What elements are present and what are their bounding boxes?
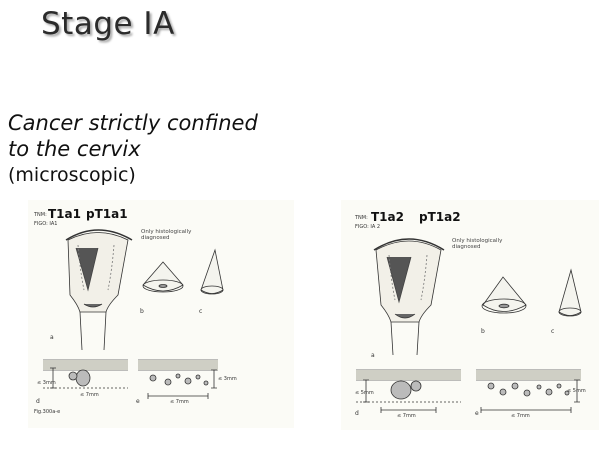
t1a1-label-c: c — [199, 308, 203, 315]
t1a1-width-d: ≤ 7mm — [80, 392, 99, 398]
t1a1-note-line-1: Only histologically — [141, 229, 192, 235]
t1a2-depth-e: ≤ 5mm — [567, 388, 586, 394]
slide-subtitle: Cancer strictly confined to the cervix (… — [8, 110, 308, 188]
figure-t1a1: TNM: T1a1 pT1a1 FIGO: IA1 Only histologi… — [28, 200, 294, 428]
subtitle-line-2: to the cervix — [8, 137, 141, 161]
t1a2-note-line-2: diagnosed — [452, 244, 481, 250]
t1a1-width-e: ≤ 7mm — [170, 399, 189, 405]
t1a1-tnm: T1a1 — [48, 207, 81, 221]
t1a1-figo: FIGO: IA1 — [34, 221, 58, 227]
t1a1-ptnm: pT1a1 — [86, 207, 128, 221]
t1a2-width-e: ≤ 7mm — [511, 413, 530, 419]
t1a1-depth-d: ≤ 3mm — [37, 380, 56, 386]
figure-t1a2-drawing — [356, 238, 582, 413]
t1a2-tnm-prefix: TNM: — [355, 215, 368, 221]
t1a1-note-line-2: diagnosed — [141, 235, 170, 241]
t1a1-label-a: a — [50, 334, 54, 341]
figure-t1a2: TNM: T1a2 pT1a2 FIGO: IA 2 Only histolog… — [341, 200, 599, 430]
t1a2-label-a: a — [371, 352, 375, 359]
subtitle-line-3: (microscopic) — [8, 164, 136, 186]
t1a2-depth-d: ≤ 5mm — [355, 390, 374, 396]
t1a1-caption: Fig.300a-e — [34, 409, 61, 415]
slide-title: Stage IA — [41, 6, 175, 42]
t1a1-label-d: d — [36, 398, 40, 405]
t1a2-label-b: b — [481, 328, 485, 335]
t1a2-label-d: d — [355, 410, 359, 417]
t1a1-label-b: b — [140, 308, 144, 315]
t1a1-label-e: e — [136, 398, 140, 405]
t1a2-width-d: ≤ 7mm — [397, 413, 416, 419]
t1a1-tnm-prefix: TNM: — [34, 212, 47, 218]
t1a2-ptnm: pT1a2 — [419, 210, 461, 224]
t1a2-label-e: e — [475, 410, 479, 417]
t1a2-figo: FIGO: IA 2 — [355, 224, 381, 230]
t1a1-depth-e: ≤ 3mm — [218, 376, 237, 382]
t1a2-tnm: T1a2 — [371, 210, 404, 224]
subtitle-line-1: Cancer strictly confined — [8, 111, 258, 135]
figure-t1a1-drawing — [43, 229, 224, 399]
t1a2-note-line-1: Only histologically — [452, 238, 503, 244]
t1a2-label-c: c — [551, 328, 555, 335]
